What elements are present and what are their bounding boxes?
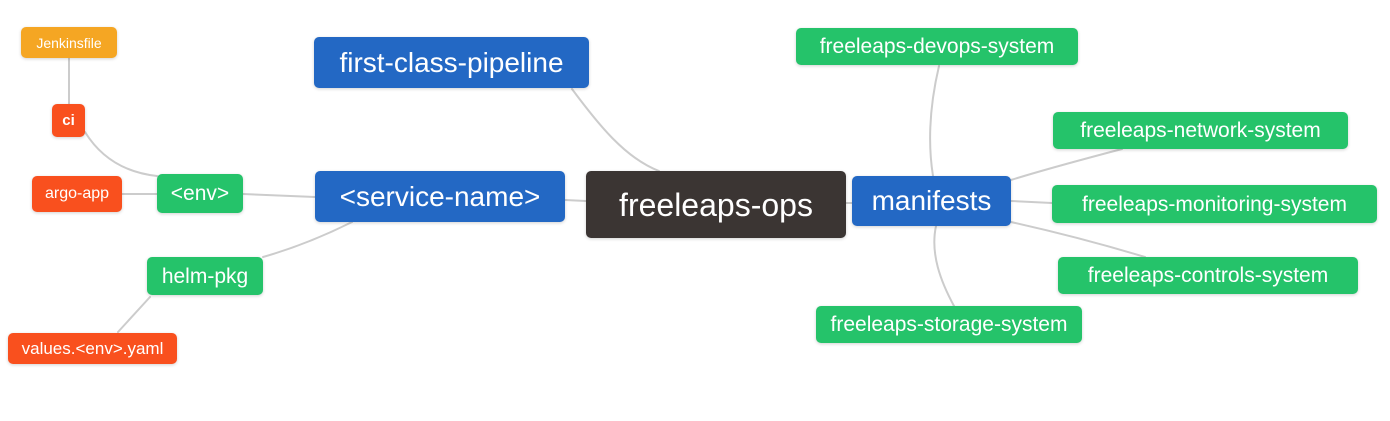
node-freeleaps-ops[interactable]: freeleaps-ops [586,171,846,238]
edge-env--service-name [242,193,316,198]
node-first-class-pipeline[interactable]: first-class-pipeline [314,37,589,88]
node-helm-pkg[interactable]: helm-pkg [147,257,263,295]
edge-manifests--freeleaps-storage-system [933,225,955,307]
node-argo-app[interactable]: argo-app [32,176,122,212]
node-freeleaps-controls-system[interactable]: freeleaps-controls-system [1058,257,1358,294]
node-jenkinsfile[interactable]: Jenkinsfile [21,27,117,58]
node-ci[interactable]: ci [52,104,85,137]
edge-service-name--freeleaps-ops [564,199,587,202]
node-freeleaps-network-system[interactable]: freeleaps-network-system [1053,112,1348,149]
edge-manifests--freeleaps-controls-system [1010,221,1146,258]
edge-manifests--freeleaps-monitoring-system [1010,200,1053,204]
edge-manifests--freeleaps-network-system [1010,148,1123,181]
edge-manifests--freeleaps-devops-system [929,65,940,177]
node-env[interactable]: <env> [157,174,243,213]
node-service-name[interactable]: <service-name> [315,171,565,222]
edge-helm-pkg--values-env-yaml [117,296,151,333]
node-manifests[interactable]: manifests [852,176,1011,226]
node-freeleaps-devops-system[interactable]: freeleaps-devops-system [796,28,1078,65]
node-freeleaps-monitoring-system[interactable]: freeleaps-monitoring-system [1052,185,1377,223]
edge-ci--env [84,131,158,177]
edge-first-class-pipeline--freeleaps-ops [571,88,660,172]
node-freeleaps-storage-system[interactable]: freeleaps-storage-system [816,306,1082,343]
edge-service-name--helm-pkg [262,221,353,258]
node-values-env-yaml[interactable]: values.<env>.yaml [8,333,177,364]
